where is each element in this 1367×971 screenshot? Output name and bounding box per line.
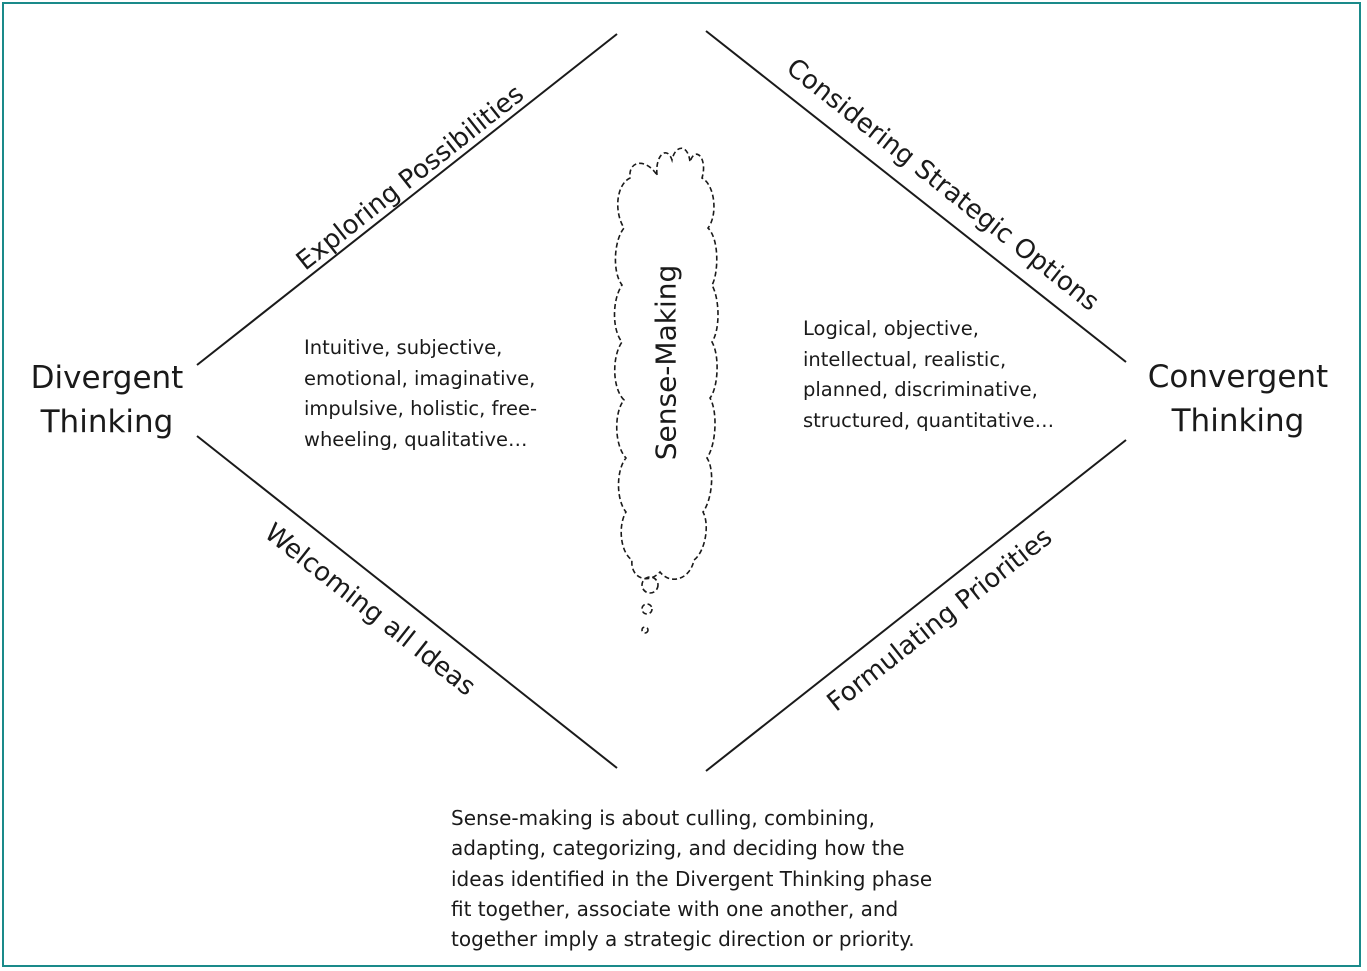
- divergent-line-2: Thinking: [40, 404, 174, 440]
- edge-line-top-right: [705, 30, 1127, 363]
- divergent-line-1: Divergent: [30, 360, 184, 396]
- description-line: ideas identified in the Divergent Thinki…: [451, 866, 933, 891]
- divergent-trait-line: emotional, imaginative,: [304, 366, 536, 390]
- thought-bubble-small: [641, 626, 649, 634]
- edge-line-top-left: [196, 33, 618, 366]
- thought-bubble-medium: [641, 603, 653, 615]
- thought-bubble-large: [641, 576, 659, 594]
- divergent-trait-line: impulsive, holistic, free-: [304, 397, 538, 420]
- convergent-line-2: Thinking: [1171, 403, 1305, 439]
- convergent-line-1: Convergent: [1147, 359, 1329, 395]
- description-line: Sense-making is about culling, combining…: [451, 806, 875, 830]
- edge-line-bottom-left: [196, 435, 618, 769]
- convergent-trait-line: structured, quantitative…: [803, 408, 1055, 432]
- divergent-trait-line: wheeling, qualitative…: [304, 427, 528, 451]
- description-line: fit together, associate with one another…: [451, 896, 899, 921]
- convergent-traits: Logical, objective, intellectual, realis…: [803, 314, 1054, 436]
- edge-line-bottom-right: [705, 439, 1127, 772]
- description-line: adapting, categorizing, and deciding how…: [451, 836, 905, 861]
- convergent-trait-line: Logical, objective,: [803, 317, 979, 340]
- thought-cloud: [613, 147, 719, 634]
- sense-making-description: Sense-making is about culling, combining…: [451, 803, 932, 954]
- convergent-thinking-node: Convergent Thinking: [1140, 355, 1336, 443]
- divergent-thinking-node: Divergent Thinking: [22, 356, 192, 444]
- divergent-trait-line: Intuitive, subjective,: [304, 336, 503, 359]
- cloud-outline: [613, 147, 719, 580]
- sense-making-label: Sense-Making: [649, 264, 683, 460]
- convergent-trait-line: planned, discriminative,: [803, 378, 1038, 401]
- divergent-traits: Intuitive, subjective, emotional, imagin…: [304, 333, 537, 455]
- convergent-trait-line: intellectual, realistic,: [803, 347, 1007, 371]
- description-line: together imply a strategic direction or …: [451, 927, 915, 952]
